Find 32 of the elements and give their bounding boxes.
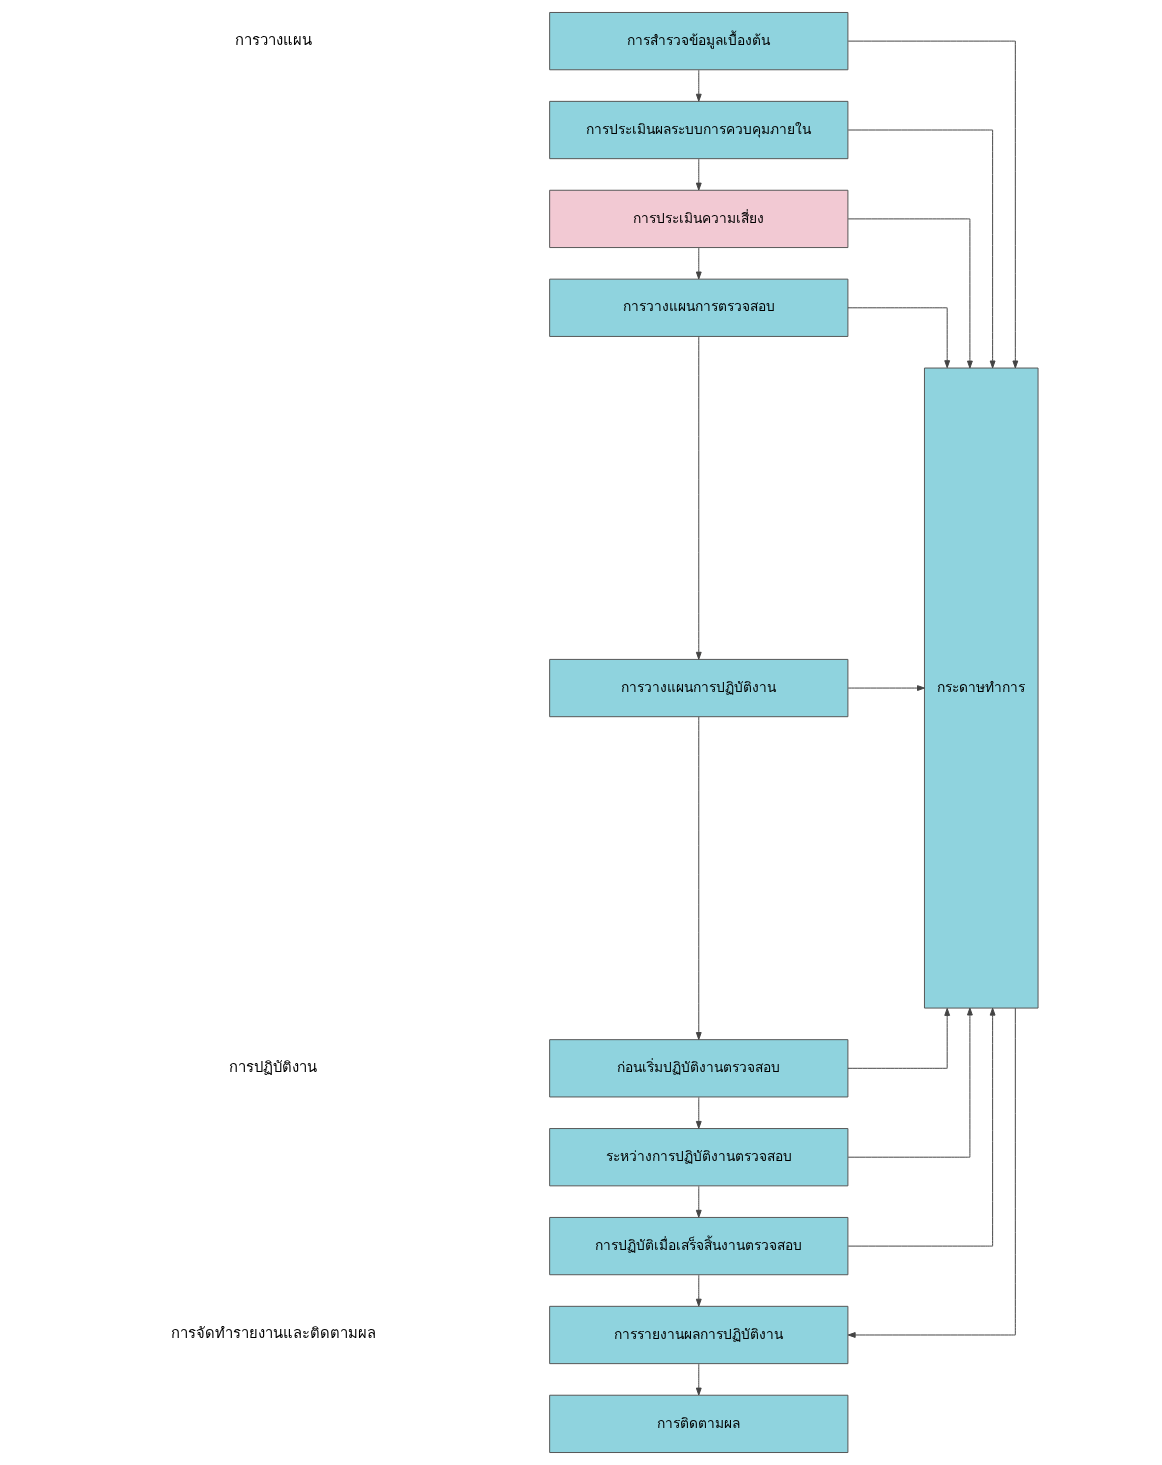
arrow [847,1008,951,1069]
node-box: การติดตามผล [549,1394,849,1453]
arrow [847,1007,996,1247]
arrow [695,1274,702,1307]
node-box: การวางแผนการปฏิบัติงาน [549,658,849,718]
node-box: การรายงานผลการปฏิบัติงาน [549,1305,849,1365]
arrow [695,69,702,102]
label: การวางแผน [234,30,312,48]
arrow [695,1185,702,1218]
arrow [847,129,996,369]
label: การจัดทำรายงานและติดตามผล [170,1324,376,1342]
node-box: การสำรวจข้อมูลเบื้องต้น [549,12,849,71]
arrow [695,716,702,1040]
arrow [847,40,1019,369]
label: การปฏิบัติงาน [229,1057,318,1075]
node-box: การประเมินความเสี่ยง [549,189,849,249]
arrow [847,218,973,369]
node-box: การปฏิบัติเมื่อเสร็จสิ้นงานตรวจสอบ [549,1216,849,1276]
arrow [695,1096,702,1129]
node-box: ระหว่างการปฏิบัติงานตรวจสอบ [549,1128,849,1187]
arrow [847,1007,973,1158]
arrow [847,307,951,369]
arrow [695,158,702,191]
arrow [695,1363,702,1396]
node-box: การวางแผนการตรวจสอบ [549,278,849,337]
node-box: กระดาษทำการ [923,367,1039,1009]
arrow [847,1007,1016,1338]
arrow [847,685,925,691]
arrow [695,247,702,280]
node-box: ก่อนเริ่มปฏิบัติงานตรวจสอบ [549,1039,849,1098]
arrow [695,336,702,660]
node-box: การประเมินผลระบบการควบคุมภายใน [549,100,849,160]
